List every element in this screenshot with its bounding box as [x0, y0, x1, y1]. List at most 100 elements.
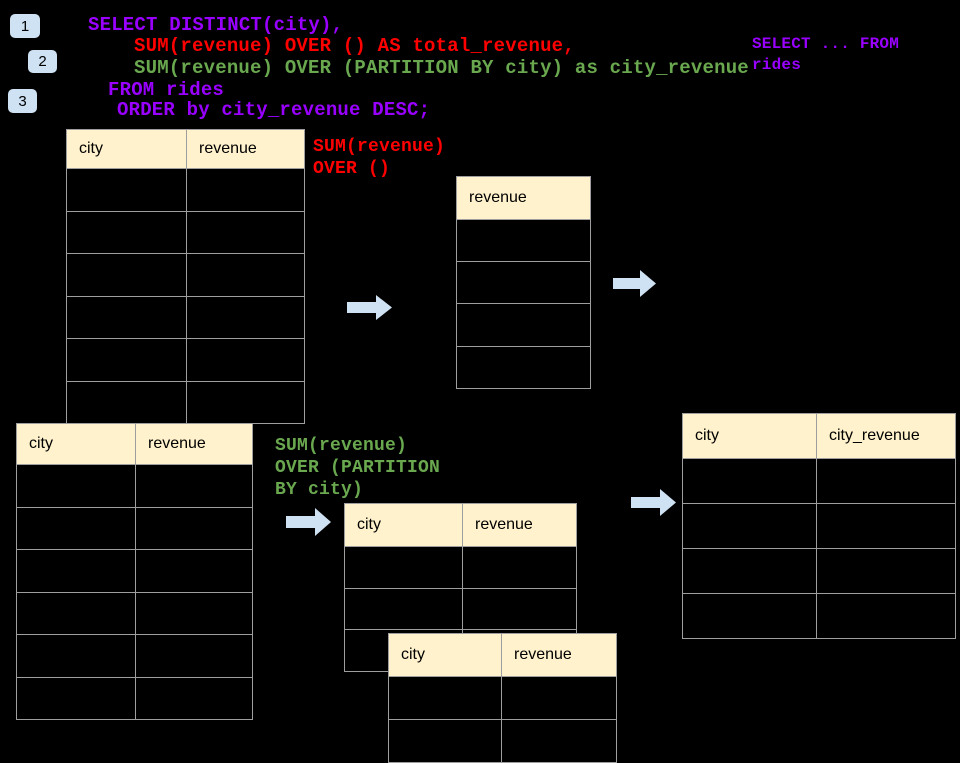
- table-cell: [17, 507, 136, 549]
- table-cell: [389, 720, 502, 762]
- table-cell: [67, 211, 187, 253]
- table-row: [67, 381, 304, 424]
- table-cell: [187, 212, 304, 254]
- table-cell: [463, 589, 576, 630]
- flow-arrow-right-icon: [631, 489, 676, 516]
- table-cell: [136, 635, 252, 677]
- table-cell: [457, 220, 590, 261]
- table-cell: [187, 169, 304, 211]
- table-row: [67, 296, 304, 339]
- table-row: [345, 588, 576, 630]
- table-row: [17, 677, 252, 720]
- column-header: revenue: [514, 646, 572, 663]
- table-cell: [345, 547, 463, 588]
- column-header: revenue: [148, 435, 206, 452]
- table-cell: [67, 339, 187, 381]
- table-header-row: city revenue: [345, 504, 576, 547]
- sql-line-from: FROM rides: [108, 79, 225, 101]
- table-row: [683, 459, 955, 504]
- table-cell: [17, 677, 136, 719]
- column-header: city_revenue: [829, 427, 920, 444]
- annotation-over-partition: SUM(revenue) OVER (PARTITION BY city): [275, 436, 441, 500]
- table-cell: [817, 459, 955, 503]
- table-header-row: city revenue: [389, 634, 616, 677]
- table-cell: [817, 594, 955, 638]
- step-badge-3: 3: [8, 89, 37, 113]
- flow-arrow-right-icon: [286, 508, 331, 536]
- table-cell: [345, 588, 463, 629]
- table-row: [389, 677, 616, 720]
- column-header: city: [345, 504, 463, 546]
- table-total-revenue-result: revenue: [456, 176, 591, 389]
- sql-line-total-revenue: SUM(revenue) OVER () AS total_revenue,: [134, 35, 575, 57]
- table-cell: [187, 382, 304, 424]
- table-cell: [457, 304, 590, 345]
- flow-arrow-right-icon: [347, 295, 392, 320]
- table-cell: [187, 254, 304, 296]
- table-header-row: revenue: [457, 177, 590, 220]
- table-row: [683, 549, 955, 594]
- table-row: [67, 169, 304, 212]
- column-header: city: [17, 424, 136, 464]
- table-cell: [457, 347, 590, 388]
- table-source-bottom: city revenue: [16, 423, 253, 720]
- table-cell: [457, 262, 590, 303]
- table-cell: [683, 504, 817, 548]
- sql-line-select: SELECT DISTINCT(city),: [88, 14, 344, 36]
- step-badge-1: 1: [10, 14, 40, 38]
- table-cell: [67, 254, 187, 296]
- table-row: [457, 304, 590, 347]
- table-row: [457, 262, 590, 305]
- table-cell: [67, 169, 187, 211]
- table-cell: [136, 508, 252, 550]
- table-header-row: city revenue: [17, 424, 252, 465]
- table-cell: [17, 592, 136, 634]
- column-header: city: [683, 414, 817, 458]
- table-cell: [187, 297, 304, 339]
- column-header: city: [67, 130, 187, 168]
- table-cell: [389, 677, 502, 719]
- table-city-revenue-result: city city_revenue: [682, 413, 956, 639]
- table-row: [683, 504, 955, 549]
- table-cell: [683, 459, 817, 503]
- table-cell: [817, 504, 955, 548]
- sql-line-partition: SUM(revenue) OVER (PARTITION BY city) as…: [134, 57, 749, 79]
- table-cell: [136, 550, 252, 592]
- table-row: [457, 347, 590, 388]
- table-cell: [136, 465, 252, 507]
- diagram-canvas: { "colors": { "background": "#000000", "…: [8, 14, 956, 763]
- table-cell: [17, 635, 136, 677]
- table-cell: [502, 720, 616, 762]
- table-row: [17, 507, 252, 550]
- table-header-row: city revenue: [67, 130, 304, 169]
- column-header: revenue: [199, 140, 257, 157]
- table-row: [67, 254, 304, 297]
- table-row: [683, 594, 955, 638]
- table-row: [345, 547, 576, 589]
- table-partition-step: city revenue: [344, 503, 577, 672]
- table-partition-overlay: city revenue: [388, 633, 617, 763]
- table-cell: [502, 677, 616, 719]
- annotation-over-all: SUM(revenue) OVER (): [313, 137, 446, 179]
- sql-line-order-by: ORDER by city_revenue DESC;: [117, 99, 431, 121]
- side-note-select-from-rides: SELECT ... FROM rides: [752, 35, 900, 74]
- table-row: [67, 211, 304, 254]
- table-row: [389, 720, 616, 762]
- table-cell: [17, 465, 136, 507]
- table-cell: [136, 678, 252, 720]
- table-row: [17, 635, 252, 678]
- table-row: [67, 339, 304, 382]
- step-badge-2: 2: [28, 50, 57, 73]
- table-cell: [683, 549, 817, 593]
- table-source-top: city revenue: [66, 129, 305, 424]
- table-cell: [817, 549, 955, 593]
- table-cell: [136, 593, 252, 635]
- column-header: city: [389, 634, 502, 676]
- column-header: revenue: [475, 516, 533, 533]
- table-cell: [17, 550, 136, 592]
- table-cell: [683, 594, 817, 638]
- table-cell: [67, 296, 187, 338]
- table-cell: [463, 547, 576, 588]
- table-row: [17, 592, 252, 635]
- column-header: revenue: [469, 189, 527, 206]
